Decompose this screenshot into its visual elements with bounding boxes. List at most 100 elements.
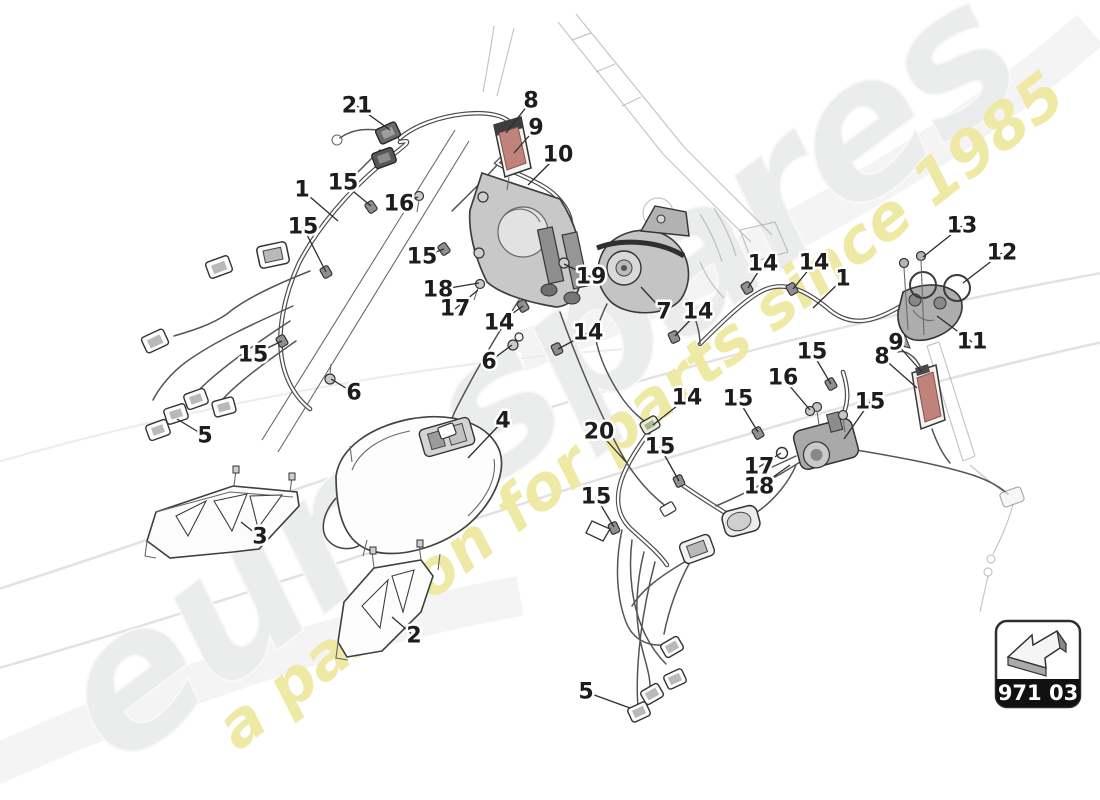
part-number-label: 8 — [874, 345, 889, 370]
bracket-part-11 — [897, 284, 963, 349]
callout-leader-line — [812, 278, 844, 309]
part-number-label: 10 — [543, 143, 574, 168]
part-callout-18: 18 — [420, 275, 480, 305]
callout-leader-line — [302, 226, 327, 273]
callout-leader-line — [391, 616, 415, 637]
callout-leader-line — [454, 289, 479, 310]
callout-leader-line — [792, 262, 815, 290]
connector — [639, 682, 665, 706]
callout-leader-line — [758, 452, 782, 468]
callout-leader-line — [240, 521, 261, 538]
part-callout-1: 1 — [812, 264, 853, 309]
part-number-label: 15 — [328, 171, 359, 196]
part-number-label: 16 — [768, 366, 799, 391]
pump-right — [767, 401, 860, 471]
part-number-label: 12 — [987, 241, 1018, 266]
part-callout-15: 15 — [404, 242, 445, 272]
strut-faint — [926, 341, 1014, 613]
part-number-label: 3 — [252, 525, 267, 550]
part-callout-16: 16 — [765, 363, 811, 411]
part-number-label: 14 — [683, 300, 714, 325]
part-callout-11: 11 — [936, 315, 990, 357]
part-number-label: 15 — [581, 485, 612, 510]
connector — [437, 422, 457, 440]
cable-pump-right — [715, 461, 801, 507]
connector — [721, 504, 761, 538]
part-number-label: 14 — [672, 386, 703, 411]
part-callout-10: 10 — [527, 140, 576, 186]
connector — [639, 415, 661, 435]
fan-shroud-part-4 — [322, 415, 503, 571]
callout-leader-line — [811, 351, 832, 385]
part-callout-1: 1 — [292, 175, 339, 222]
part-callout-8: 8 — [872, 342, 918, 389]
cable-clamp — [751, 426, 765, 440]
callout-leader-line — [356, 105, 391, 131]
bracket-part-2 — [335, 539, 434, 661]
rings-part-12 — [898, 250, 971, 336]
part-number-label: 2 — [406, 624, 421, 649]
callout-leader-line — [301, 189, 339, 222]
part-callout-13: 13 — [922, 211, 980, 258]
part-callout-15: 15 — [325, 168, 372, 207]
connectors — [140, 121, 1025, 723]
connector — [678, 533, 716, 565]
connector — [627, 701, 651, 723]
diagram-artwork — [140, 13, 1025, 723]
callout-leader-line — [922, 225, 963, 258]
connector — [659, 501, 677, 517]
part-number-label: 15 — [797, 340, 828, 365]
part-callout-4: 4 — [467, 406, 513, 459]
frame-line — [277, 140, 470, 453]
callout-leader-line — [421, 248, 445, 258]
part-number-label: 14 — [573, 321, 604, 346]
part-callout-14: 14 — [745, 249, 781, 289]
part-code-badge: 971 03 — [994, 619, 1082, 709]
callout-leader-line — [881, 356, 918, 389]
bracket-part-3 — [144, 465, 300, 559]
callout-leader-line — [747, 263, 764, 289]
part-callout-18: 18 — [741, 464, 791, 502]
connector — [145, 418, 171, 442]
callout-leader-line — [505, 100, 532, 134]
part-number-label: 15 — [645, 435, 676, 460]
part-number-label: 6 — [481, 350, 496, 375]
part-number-label: 14 — [799, 251, 830, 276]
connector — [163, 403, 189, 425]
harness-branches-left — [152, 128, 498, 401]
part-number-label: 16 — [384, 192, 415, 217]
direction-arrow-icon — [1006, 630, 1068, 677]
part-number-label: 1 — [294, 178, 309, 203]
background-swoosh — [0, 14, 1100, 785]
part-callout-5: 5 — [176, 418, 215, 451]
part-callout-2: 2 — [391, 616, 424, 651]
cable-to-fan — [448, 299, 520, 429]
cable-part-20 — [559, 311, 669, 509]
callout-leader-line — [398, 196, 419, 205]
callout-leader-line — [737, 398, 759, 433]
part-number-label: 9 — [888, 331, 903, 356]
mounting-plate-part-10 — [468, 171, 589, 308]
callout-leader-line — [674, 311, 699, 337]
part-number-label: 17 — [440, 297, 471, 322]
part-callout-15: 15 — [642, 432, 680, 482]
part-number-label: 7 — [656, 300, 671, 325]
callout-leader-line — [498, 305, 524, 324]
callout-leader-line — [557, 332, 589, 350]
callout-leader-line — [467, 420, 504, 459]
callout-leader-line — [563, 263, 592, 278]
part-number-label: 5 — [197, 424, 212, 449]
callout-leader-line — [652, 397, 688, 426]
callout-leader-line — [527, 154, 559, 186]
part-number-label: 20 — [584, 420, 615, 445]
callout-leader-line — [782, 377, 811, 411]
callout-leader-line — [595, 496, 615, 528]
part-number-label: 18 — [744, 475, 775, 500]
part-callout-15: 15 — [794, 337, 832, 385]
connector — [371, 146, 397, 170]
subframe-faint — [482, 13, 789, 299]
pump-part-7 — [595, 205, 690, 341]
cable-clamp — [607, 521, 621, 535]
part-number-label: 19 — [576, 265, 607, 290]
part-number-label: 14 — [748, 252, 779, 277]
